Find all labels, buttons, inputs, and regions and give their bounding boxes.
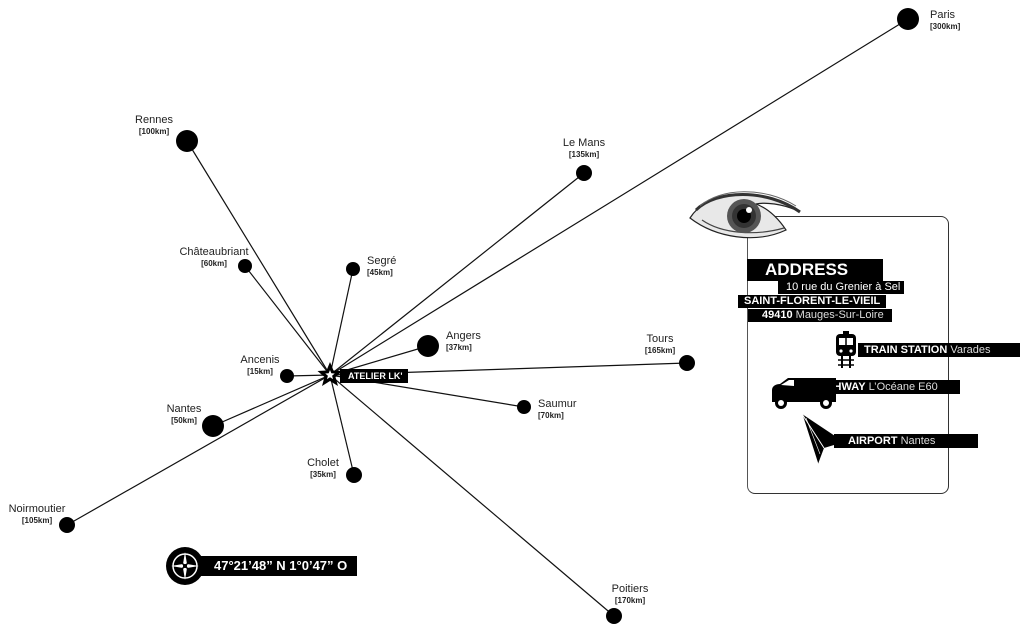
city-distance-angers: [37km] (446, 343, 472, 352)
route-noirmoutier (66, 374, 331, 526)
origin-marker[interactable] (317, 362, 343, 386)
train-label: TRAIN STATION (864, 344, 948, 356)
city-name-nantes: Nantes (167, 403, 202, 415)
city-marker-angers[interactable] (417, 335, 439, 357)
city-name-ancenis: Ancenis (240, 354, 280, 366)
origin-label: ATELIER LK' (340, 369, 409, 383)
route-segre (329, 268, 354, 376)
city-name-rennes: Rennes (135, 114, 173, 126)
city-distance-poitiers: [170km] (615, 596, 646, 605)
compass-icon (166, 547, 204, 585)
city-distance-cholet: [35km] (310, 470, 336, 479)
airport-label: AIRPORT (848, 435, 898, 447)
address-title: ADDRESS (747, 259, 883, 281)
city-distance-ancenis: [15km] (247, 367, 273, 376)
city-name-le-mans: Le Mans (563, 137, 606, 149)
route-nantes (212, 374, 331, 427)
address-street: 10 rue du Grenier à Sel (778, 281, 905, 294)
route-cholet (329, 374, 355, 476)
city-name-poitiers: Poitiers (612, 583, 649, 595)
route-paris (329, 18, 909, 376)
route-chateaubriant (244, 265, 331, 376)
city-marker-tours[interactable] (679, 355, 695, 371)
city-distance-noirmoutier: [105km] (22, 516, 53, 525)
city-distance-tours: [165km] (645, 346, 676, 355)
city-name-angers: Angers (446, 330, 481, 342)
airport-detail: Nantes (900, 435, 936, 447)
city-marker-poitiers[interactable] (606, 608, 622, 624)
city-name-tours: Tours (647, 333, 674, 345)
paper-plane-icon (801, 414, 844, 465)
city-marker-cholet[interactable] (346, 467, 362, 483)
address-postcode: 49410 (762, 309, 793, 321)
address-town: SAINT-FLORENT-LE-VIEIL (738, 295, 887, 308)
star-inner-icon (325, 370, 335, 380)
route-le-mans (329, 172, 585, 376)
city-distance-rennes: [100km] (139, 127, 170, 136)
address-commune: Mauges-Sur-Loire (795, 309, 884, 321)
route-poitiers (329, 374, 615, 617)
van-icon (772, 378, 836, 409)
city-name-chateaubriant: Châteaubriant (179, 246, 248, 258)
train-detail: Varades (950, 344, 991, 356)
train-icon (836, 331, 856, 368)
city-distance-le-mans: [135km] (569, 150, 600, 159)
highway-detail: L’Océane E60 (868, 381, 938, 393)
transport-airport: AIRPORT Nantes (834, 434, 978, 448)
city-marker-le-mans[interactable] (576, 165, 592, 181)
city-name-noirmoutier: Noirmoutier (9, 503, 66, 515)
eye-icon (689, 191, 801, 239)
city-name-saumur: Saumur (538, 398, 577, 410)
city-labels: Paris[300km] Rennes[100km] Le Mans[135km] C… (9, 9, 961, 605)
city-marker-saumur[interactable] (517, 400, 531, 414)
address-postcode-line: 49410 Mauges-Sur-Loire (748, 309, 892, 322)
city-name-paris: Paris (930, 9, 956, 21)
city-marker-chateaubriant[interactable] (238, 259, 252, 273)
city-marker-segre[interactable] (346, 262, 360, 276)
city-marker-nantes[interactable] (202, 415, 224, 437)
coordinates-badge: 47°21’48” N 1°0’47” O (180, 556, 358, 576)
city-marker-rennes[interactable] (176, 130, 198, 152)
city-distance-nantes: [50km] (171, 416, 197, 425)
city-marker-ancenis[interactable] (280, 369, 294, 383)
city-name-segre: Segré (367, 255, 396, 267)
city-name-cholet: Cholet (307, 457, 339, 469)
city-distance-chateaubriant: [60km] (201, 259, 227, 268)
city-marker-noirmoutier[interactable] (59, 517, 75, 533)
city-nodes (59, 8, 919, 624)
transport-train: TRAIN STATION Varades (858, 343, 1020, 357)
city-distance-segre: [45km] (367, 268, 393, 277)
route-rennes (186, 140, 331, 376)
city-distance-paris: [300km] (930, 22, 961, 31)
city-marker-paris[interactable] (897, 8, 919, 30)
city-distance-saumur: [70km] (538, 411, 564, 420)
